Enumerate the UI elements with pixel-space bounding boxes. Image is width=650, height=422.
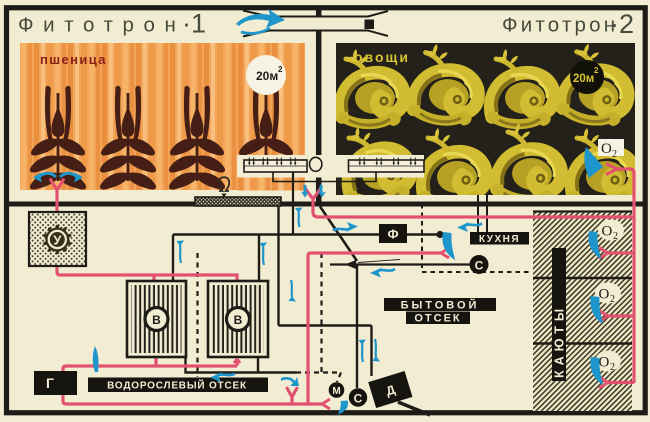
svg-text:·2: ·2 (610, 9, 634, 39)
svg-text:2: 2 (278, 65, 283, 74)
svg-text:Фитотрон: Фитотрон (502, 14, 618, 37)
svg-text:В: В (152, 313, 161, 327)
svg-text:У: У (53, 233, 62, 248)
svg-text:пшеница: пшеница (40, 52, 107, 67)
svg-text:Д: Д (384, 382, 397, 398)
svg-text:2: 2 (610, 294, 615, 305)
svg-text:КАЮТЫ: КАЮТЫ (553, 304, 567, 378)
svg-text:ОТСЕК: ОТСЕК (414, 313, 461, 325)
svg-text:Г: Г (46, 375, 54, 391)
svg-text:2: 2 (594, 66, 599, 75)
svg-text:М: М (332, 386, 340, 397)
svg-text:O: O (599, 287, 610, 303)
svg-text:БЫТОВОЙ: БЫТОВОЙ (401, 299, 480, 312)
svg-text:ВОДОРОСЛЕВЫЙ ОТСЕК: ВОДОРОСЛЕВЫЙ ОТСЕК (107, 379, 247, 392)
svg-text:O: O (602, 224, 613, 240)
svg-text:КУХНЯ: КУХНЯ (479, 234, 520, 245)
svg-text:20м: 20м (256, 69, 278, 83)
svg-text:С: С (354, 392, 363, 406)
svg-text:овощи: овощи (354, 49, 410, 65)
svg-text:2: 2 (612, 149, 617, 160)
svg-text:Ф: Ф (387, 227, 398, 242)
svg-text:20м: 20м (573, 73, 594, 85)
svg-text:2: 2 (610, 362, 615, 373)
svg-text:С: С (475, 259, 484, 273)
svg-text:2: 2 (613, 231, 618, 242)
svg-text:В: В (234, 313, 243, 327)
svg-text:Фитотрон: Фитотрон (18, 14, 185, 37)
svg-text:·1: ·1 (182, 9, 206, 39)
svg-text:O: O (599, 355, 610, 371)
svg-text:O: O (601, 141, 612, 157)
